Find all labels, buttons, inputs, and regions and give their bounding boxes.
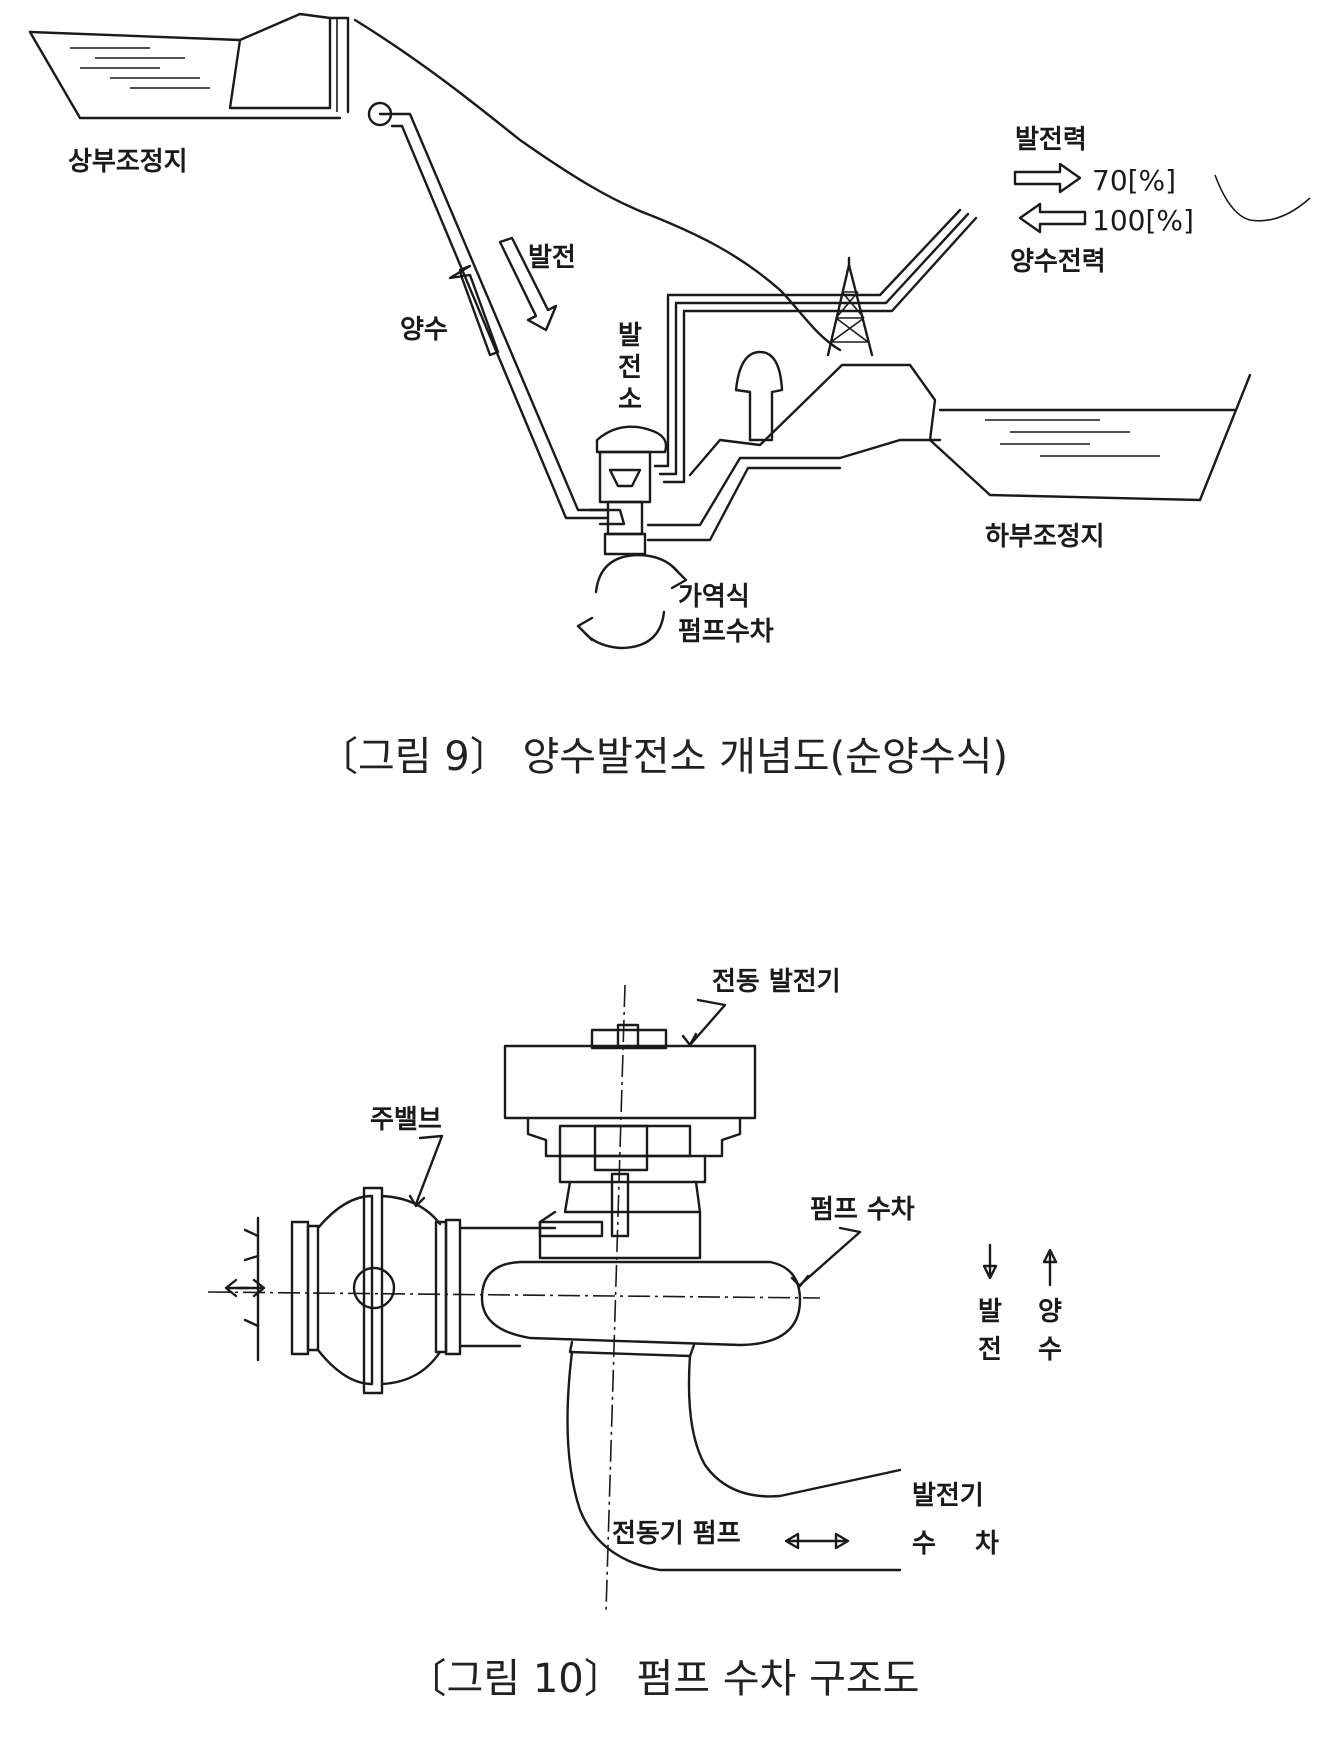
generation-dir-label-1: 발: [978, 1297, 1002, 1327]
spiral-casing-drawing: [482, 1262, 800, 1356]
lower-reservoir-drawing: [930, 375, 1250, 500]
reversible-label-1: 가역식: [678, 582, 750, 612]
motor-generator-label: 전동 발전기: [712, 967, 841, 997]
generation-label: 발전: [528, 243, 576, 273]
scan-squiggle: [1215, 175, 1310, 221]
power-station-label-3: 소: [618, 385, 642, 415]
pumping-power-arrow: [1020, 204, 1085, 232]
pump-turbine-label: 펌프 수차: [810, 1195, 915, 1225]
power-station-label-1: 발: [618, 321, 642, 351]
generating-power-arrow: [1015, 164, 1080, 192]
turbine-label: 수 차: [912, 1529, 999, 1559]
upper-reservoir-label: 상부조정지: [68, 147, 188, 177]
figure-9-caption: 〔그림 9〕 양수발전소 개념도(순양수식): [318, 734, 1008, 780]
motor-generator-drawing: [505, 1025, 755, 1258]
motor-pump-label: 전동기 펌프: [612, 1519, 741, 1549]
transmission-tower: [828, 258, 872, 355]
shaft-centerline: [606, 985, 625, 1612]
power-station-drawing: [590, 427, 666, 554]
pumping-dir-label-1: 양: [1038, 1297, 1062, 1327]
horizontal-centerline: [208, 1292, 820, 1298]
generator-label: 발전기: [912, 1481, 984, 1511]
generation-down-arrow: [984, 1245, 996, 1278]
surge-tank-lower: [736, 352, 782, 440]
bidirectional-arrow: [786, 1534, 848, 1548]
pumping-power-label: 양수전력: [1010, 247, 1106, 277]
main-valve-leader: [416, 1136, 442, 1204]
upper-reservoir-drawing: [30, 14, 391, 125]
reversible-rotation-icon: [578, 555, 686, 648]
motor-generator-leader: [690, 1000, 725, 1045]
lower-reservoir-label: 하부조정지: [985, 522, 1105, 552]
pumping-up-arrow: [1044, 1250, 1056, 1285]
main-valve-label: 주밸브: [370, 1105, 442, 1135]
generation-dir-label-2: 전: [978, 1335, 1002, 1365]
figure-10: 전동 발전기 주밸브 펌프 수차 발 전 양 수 전동기 펌프 발전기 수 차 …: [208, 967, 1062, 1702]
figure-10-caption: 〔그림 10〕 펌프 수차 구조도: [407, 1656, 920, 1702]
figure-9: 상부조정지 발전 양수 발 전 소 발전력 70[%] 100[%] 양수전력 …: [30, 14, 1310, 780]
pumping-label: 양수: [400, 315, 448, 345]
pumping-dir-label-2: 수: [1038, 1335, 1062, 1365]
reversible-label-2: 펌프수차: [678, 617, 774, 647]
generating-power-pct: 70[%]: [1092, 164, 1176, 197]
power-station-label-2: 전: [618, 353, 642, 383]
main-valve-drawing: [226, 1188, 555, 1393]
pumping-flow-arrow: [450, 266, 498, 355]
tailrace: [648, 365, 940, 540]
generating-power-label: 발전력: [1015, 125, 1087, 155]
pumping-power-pct: 100[%]: [1092, 204, 1194, 237]
